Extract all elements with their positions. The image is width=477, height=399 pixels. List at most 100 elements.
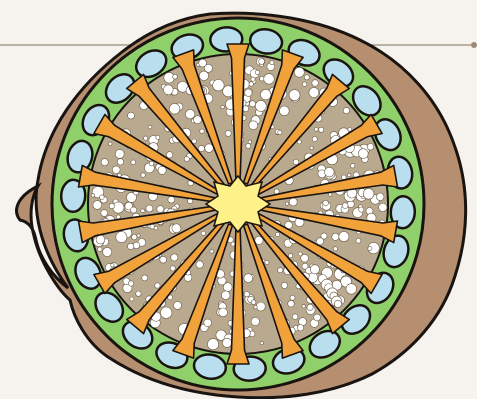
pore [161, 307, 172, 318]
pore [157, 206, 164, 213]
pore [171, 254, 178, 261]
pore [319, 127, 324, 132]
pore [156, 136, 160, 140]
pore [166, 152, 172, 158]
pore [312, 137, 317, 142]
pore [334, 300, 341, 307]
pore [96, 235, 105, 244]
pore [317, 238, 324, 245]
pore [149, 161, 154, 166]
pore [100, 195, 105, 200]
pore [348, 173, 351, 176]
pore [288, 300, 295, 307]
pore [260, 89, 271, 100]
pore [342, 175, 347, 180]
pore [254, 306, 257, 309]
pore [325, 167, 335, 177]
pore [163, 85, 173, 95]
pore [225, 130, 231, 136]
pore [170, 266, 175, 271]
pore [221, 291, 230, 300]
pore [351, 164, 355, 168]
pore [358, 149, 368, 159]
pore [363, 188, 374, 199]
pore [172, 224, 181, 233]
pore [246, 144, 251, 149]
pore [141, 173, 145, 177]
pore [174, 301, 182, 309]
pore [278, 268, 283, 273]
pore [173, 74, 178, 79]
pore [128, 243, 134, 249]
pore [131, 160, 136, 165]
pore [98, 247, 102, 251]
pore [314, 127, 318, 131]
pore [148, 125, 152, 129]
pore [133, 242, 140, 249]
pore [128, 112, 135, 119]
pore [292, 314, 298, 320]
pore [332, 233, 339, 240]
pore [113, 202, 124, 213]
pore [274, 189, 279, 194]
pore [278, 130, 282, 134]
pore [359, 207, 364, 212]
pore [251, 300, 256, 305]
pore [204, 319, 212, 327]
pore [117, 159, 123, 165]
pore [248, 140, 251, 143]
pore [301, 254, 309, 262]
pore [256, 302, 265, 311]
pore [128, 281, 133, 286]
pore [259, 59, 265, 65]
pore [312, 80, 319, 87]
pore [111, 264, 114, 267]
pore [221, 105, 224, 108]
pore [222, 338, 231, 347]
pore [342, 203, 348, 209]
pore [255, 70, 259, 74]
pore [251, 317, 259, 325]
pore [245, 89, 252, 96]
pore [101, 210, 108, 217]
pore [196, 261, 203, 268]
pore [116, 232, 127, 243]
pore [310, 146, 313, 149]
pore [219, 308, 228, 317]
pore [379, 203, 387, 211]
pore [116, 215, 120, 219]
pore [290, 295, 295, 300]
pore [289, 254, 293, 258]
pore [184, 156, 189, 161]
pore [136, 291, 141, 296]
pore [249, 101, 255, 107]
pore [160, 256, 167, 263]
pore [333, 247, 337, 251]
pore [194, 116, 202, 124]
pore [132, 235, 137, 240]
pore [213, 80, 224, 91]
pore [368, 247, 372, 251]
pore [103, 247, 112, 256]
pore [356, 238, 361, 243]
pore [93, 201, 102, 210]
pore [244, 292, 249, 297]
pore [285, 202, 288, 205]
pore [343, 107, 349, 113]
pore [255, 100, 266, 111]
pore [244, 274, 253, 283]
pore [281, 282, 287, 288]
pore [101, 159, 108, 166]
pore [260, 341, 263, 344]
pore [208, 339, 219, 350]
pore [144, 136, 148, 140]
pore [210, 250, 214, 254]
pore [275, 232, 279, 236]
pore [309, 88, 319, 98]
pore [115, 149, 124, 158]
pore [302, 305, 305, 308]
pore [169, 104, 180, 115]
pore [307, 304, 313, 310]
